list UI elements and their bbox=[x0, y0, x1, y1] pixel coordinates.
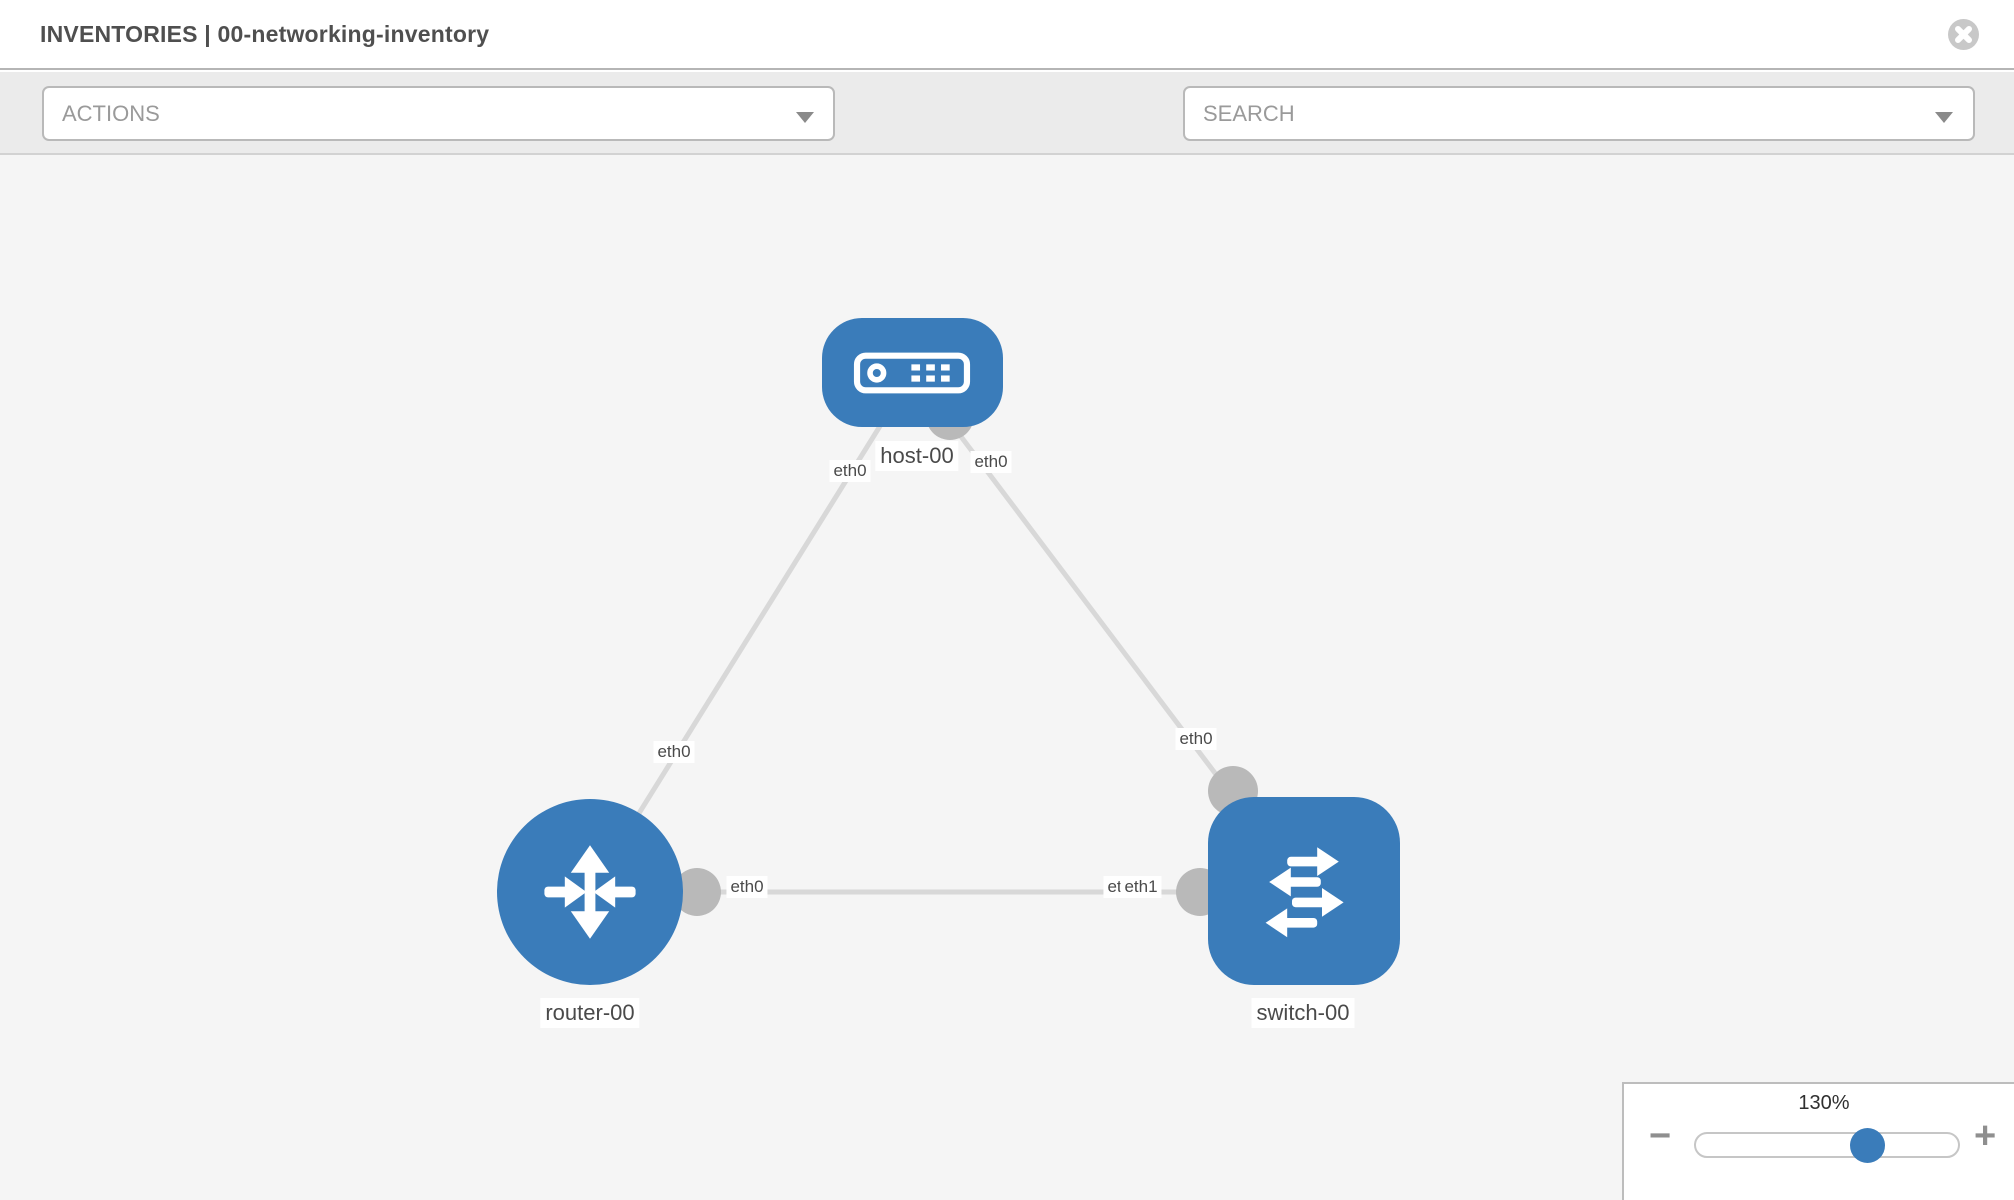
host-server-icon bbox=[853, 352, 971, 394]
interface-label: eth0 bbox=[653, 741, 695, 763]
node-label-router: router-00 bbox=[540, 998, 640, 1028]
interface-label: eth0 bbox=[726, 876, 768, 898]
node-switch-00[interactable] bbox=[1208, 797, 1400, 985]
header-bar: INVENTORIES | 00-networking-inventory bbox=[0, 0, 2014, 70]
interface-label: eth0 bbox=[829, 460, 871, 482]
search-dropdown[interactable]: SEARCH bbox=[1183, 86, 1975, 141]
search-placeholder: SEARCH bbox=[1203, 101, 1295, 126]
interface-label: eth0 bbox=[1175, 728, 1217, 750]
interface-label: eth1 bbox=[1120, 876, 1162, 898]
router-arrows-icon bbox=[544, 845, 636, 939]
node-router-00[interactable] bbox=[497, 799, 683, 985]
chevron-down-icon bbox=[1935, 112, 1953, 123]
zoom-control-panel: 130% − + bbox=[1622, 1082, 2014, 1200]
chevron-down-icon bbox=[796, 112, 814, 123]
actions-dropdown[interactable]: ACTIONS bbox=[42, 86, 835, 141]
topology-links-layer bbox=[587, 371, 1306, 916]
actions-dropdown-label: ACTIONS bbox=[62, 101, 160, 126]
interface-circle-router[interactable] bbox=[673, 868, 721, 916]
close-button[interactable] bbox=[1948, 19, 1979, 50]
zoom-out-button[interactable]: − bbox=[1649, 1115, 1672, 1157]
topology-canvas[interactable] bbox=[0, 155, 2014, 1200]
zoom-level-value: 130% bbox=[1798, 1092, 1850, 1114]
close-icon bbox=[1955, 26, 1972, 43]
zoom-slider-knob[interactable] bbox=[1850, 1128, 1885, 1163]
node-host-00[interactable] bbox=[822, 318, 1003, 427]
switch-arrows-icon bbox=[1265, 847, 1344, 938]
zoom-slider-track[interactable] bbox=[1694, 1128, 1960, 1163]
node-label-switch: switch-00 bbox=[1251, 998, 1355, 1028]
zoom-in-button[interactable]: + bbox=[1974, 1115, 1997, 1157]
node-label-host: host-00 bbox=[875, 441, 959, 471]
link-host-router[interactable] bbox=[587, 371, 916, 894]
toolbar: ACTIONS SEARCH bbox=[0, 72, 2014, 205]
page-title: INVENTORIES | 00-networking-inventory bbox=[40, 21, 490, 47]
interface-label: eth0 bbox=[970, 451, 1012, 473]
